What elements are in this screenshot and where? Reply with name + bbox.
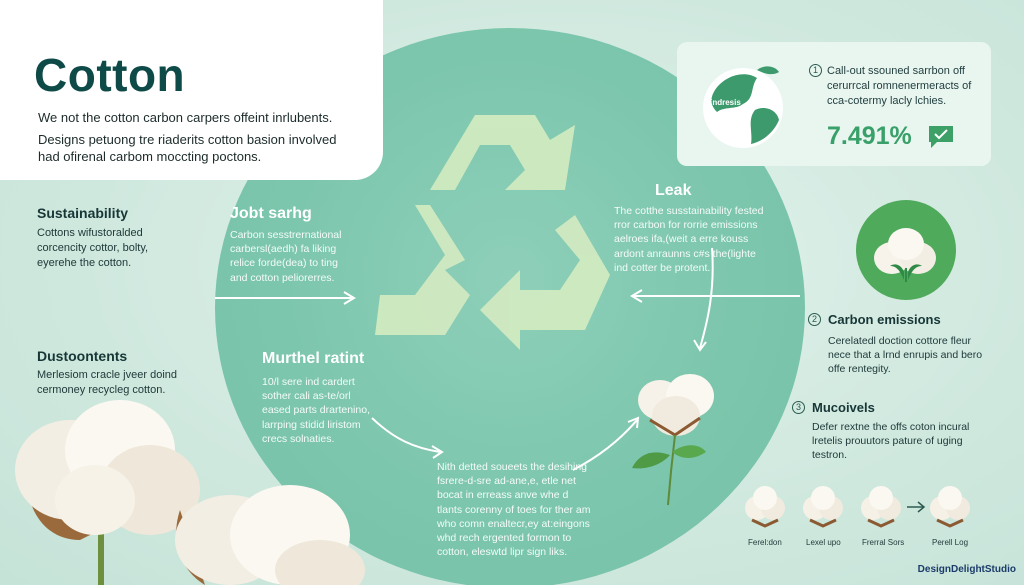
murthel-body: 10/l sere ind cardert sother cali as-te/… bbox=[262, 376, 370, 445]
icon-label: Ferel:don bbox=[748, 538, 782, 547]
sustainability-heading: Sustainability bbox=[37, 205, 129, 221]
studio-credit: DesignDelightStudio bbox=[917, 564, 1016, 575]
title-subtitle: We not the cotton carbon carpers offeint… bbox=[38, 110, 333, 125]
cotton-boll-illustration bbox=[632, 374, 714, 506]
globe-label: Endresis bbox=[707, 98, 741, 107]
cotton-boll-icon bbox=[861, 486, 901, 528]
globe-icon bbox=[703, 66, 783, 148]
carbon-emissions-heading: Carbon emissions bbox=[828, 312, 941, 327]
murthel-heading: Murthel ratint bbox=[262, 350, 365, 367]
callout-text: Call-out ssouned sarrbon off cerurrcal r… bbox=[827, 65, 972, 107]
cotton-bolls-large bbox=[15, 400, 365, 585]
icon-label: Lexel upo bbox=[806, 538, 841, 547]
cotton-boll-icon bbox=[745, 486, 785, 528]
cycle-bottom-body: Nith detted soueets the desihing fsrere-… bbox=[437, 461, 591, 559]
recycle-icon bbox=[375, 115, 610, 350]
icon-label: Perell Log bbox=[932, 538, 969, 547]
sustainability-body: Cottons wifustoralded corcencity cottor,… bbox=[37, 227, 149, 269]
callout-number-badge: 1 bbox=[809, 64, 822, 77]
mucoivels-heading: Mucoivels bbox=[812, 400, 875, 415]
leak-body: The cotthe susstainability fested rror c… bbox=[614, 205, 764, 274]
title-card bbox=[0, 0, 383, 180]
callout-card: Endresis 1 Call-out ssouned sarrbon off … bbox=[677, 42, 991, 166]
leak-heading: Leak bbox=[655, 182, 692, 199]
carbon-number-badge: 2 bbox=[808, 313, 821, 326]
dustoontents-body: Merlesiom cracle jveer doind cermoney re… bbox=[37, 369, 177, 396]
mucoivels-number-badge: 3 bbox=[792, 401, 805, 414]
mucoivels-body: Defer rextne the offs coton incural lret… bbox=[812, 421, 970, 462]
cotton-boll-icon bbox=[930, 486, 970, 528]
carbon-emissions-body: Cerelatedl doction cottore fleur nece th… bbox=[828, 335, 983, 376]
page-title: Cotton bbox=[34, 49, 186, 101]
cotton-boll-icon bbox=[803, 486, 843, 528]
cotton-plant-illustration bbox=[856, 200, 956, 300]
icon-label: Frerral Sors bbox=[862, 538, 905, 547]
jobt-heading: Jobt sarhg bbox=[230, 205, 312, 222]
intro-text: Designs petuong tre riaderits cotton bas… bbox=[38, 132, 337, 164]
dustoontents-heading: Dustoontents bbox=[37, 348, 128, 364]
arrow-right-icon bbox=[907, 501, 926, 513]
jobt-body: Carbon sesstrernational carbersl(aedh) f… bbox=[230, 229, 342, 284]
chat-check-icon bbox=[929, 126, 953, 148]
callout-percentage: 7.491% bbox=[827, 122, 912, 150]
